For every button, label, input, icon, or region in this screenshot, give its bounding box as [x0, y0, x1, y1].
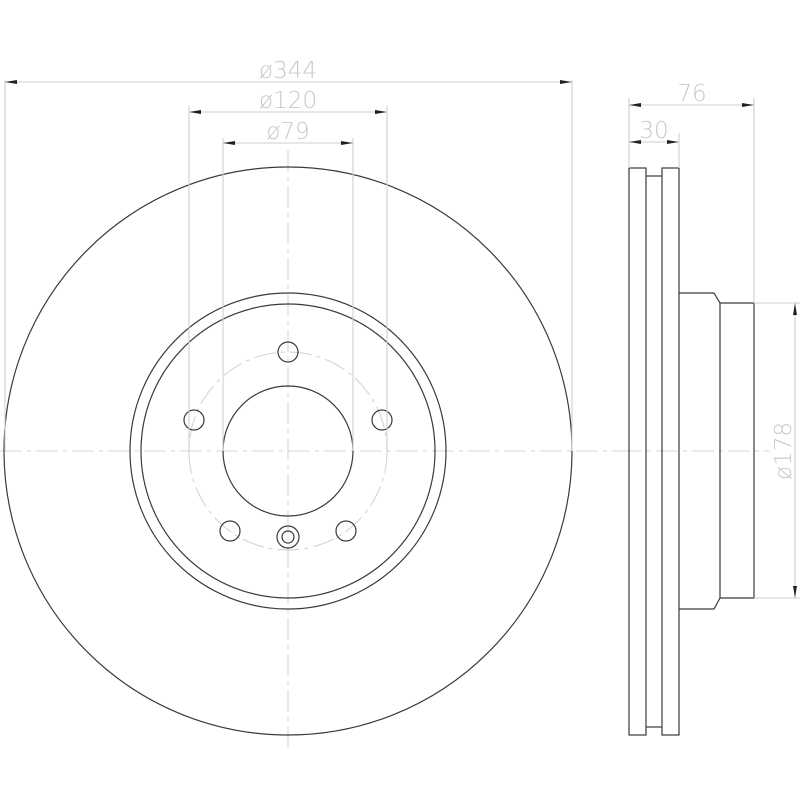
arrow-icon — [223, 141, 235, 145]
arrow-icon — [375, 110, 387, 114]
locating-hole-inner — [281, 530, 295, 544]
outer-friction-plate — [628, 167, 647, 736]
bolt-hole — [277, 341, 299, 363]
arrow-icon — [793, 586, 797, 598]
arrow-icon — [341, 141, 353, 145]
dim-bolt-circle: ø120 — [259, 88, 317, 114]
locating-hole-outer — [276, 525, 300, 549]
bolt-hole — [335, 520, 357, 542]
hat-profile — [679, 292, 755, 610]
arrow-icon — [793, 303, 797, 315]
arrow-icon — [667, 140, 679, 144]
side-view: 76 30 ø178 — [620, 81, 800, 736]
arrow-icon — [560, 80, 572, 84]
dim-outer-diameter: ø344 — [259, 58, 317, 84]
bolt-hole — [183, 409, 205, 431]
hat-outer-ring — [129, 292, 447, 610]
arrow-icon — [189, 110, 201, 114]
arrow-icon — [742, 103, 754, 107]
hat-inner-ring — [140, 303, 436, 599]
arrow-icon — [629, 103, 641, 107]
dim-total-height: 76 — [677, 81, 706, 107]
arrow-icon — [5, 80, 17, 84]
bolt-hole — [219, 520, 241, 542]
dim-disc-thickness: 30 — [639, 118, 668, 144]
bolt-hole — [371, 409, 393, 431]
inner-friction-plate — [661, 167, 680, 736]
front-view: ø344 ø120 ø79 — [0, 58, 620, 750]
dim-hat-diameter: ø178 — [771, 422, 797, 480]
dim-center-bore: ø79 — [266, 119, 309, 145]
arrow-icon — [629, 140, 641, 144]
